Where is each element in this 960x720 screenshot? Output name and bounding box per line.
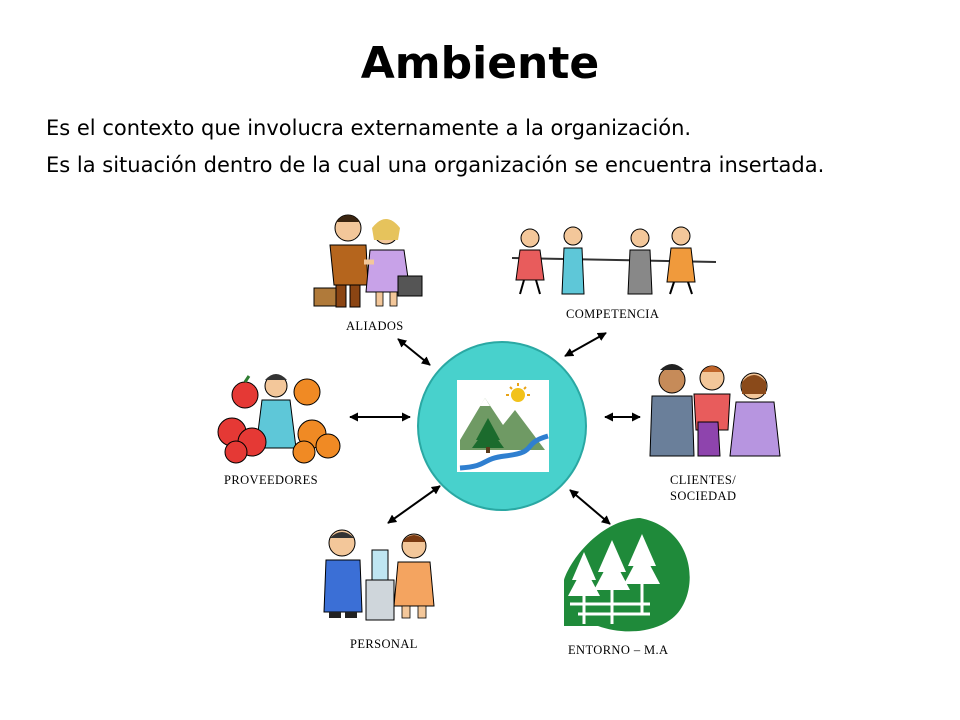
label-clientes-line2: SOCIEDAD (670, 489, 736, 503)
page-title: Ambiente (360, 38, 600, 89)
arrow-entorno (569, 489, 611, 525)
description-line-1: Es el contexto que involucra externament… (46, 116, 692, 140)
fruit-vendor-icon (217, 374, 341, 464)
label-competencia: COMPETENCIA (566, 307, 659, 321)
mountain-landscape-icon (457, 380, 549, 472)
family-group-icon (649, 364, 781, 457)
arrow-aliados (397, 338, 431, 366)
water-cooler-icon (323, 529, 435, 621)
description-line-2: Es la situación dentro de la cual una or… (46, 153, 825, 177)
label-entorno: ENTORNO – M.A (568, 643, 668, 657)
label-proveedores: PROVEEDORES (224, 473, 318, 487)
label-aliados: ALIADOS (346, 319, 404, 333)
arrow-personal (387, 485, 441, 524)
label-personal: PERSONAL (350, 637, 418, 651)
forest-icon (564, 518, 690, 632)
label-clientes-line1: CLIENTES/ (670, 473, 736, 487)
arrow-competencia (564, 332, 607, 357)
tug-of-war-icon (511, 226, 717, 295)
handshake-icon (313, 214, 423, 308)
